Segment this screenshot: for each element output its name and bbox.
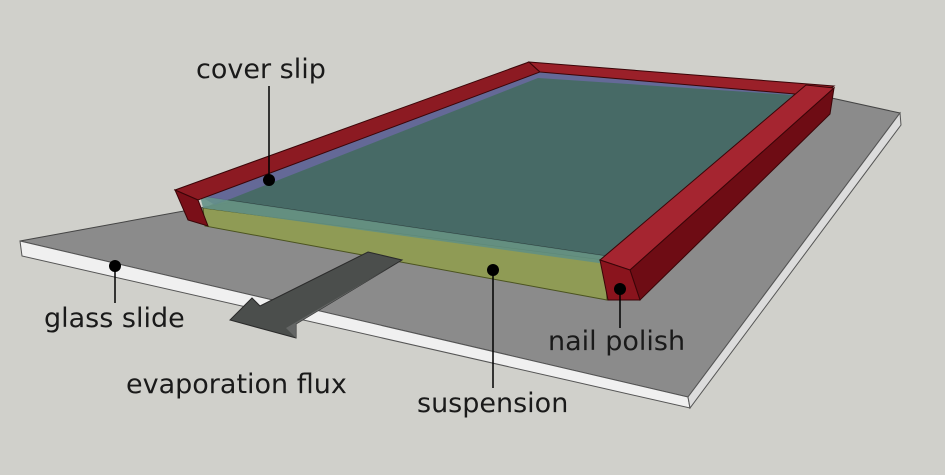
leader-lines <box>114 86 621 388</box>
marker-cover-slip <box>263 174 275 186</box>
label-nail-polish: nail polish <box>548 326 686 357</box>
evaporation-flux-arrow <box>229 251 404 339</box>
nail-polish-front-cap <box>599 259 641 301</box>
label-suspension: suspension <box>417 388 569 419</box>
marker-nail-polish <box>614 283 626 295</box>
cover-slip-front-edge <box>200 196 606 264</box>
label-glass-slide: glass slide <box>44 303 185 334</box>
label-cover-slip: cover slip <box>196 54 326 85</box>
marker-glass-slide <box>109 260 121 272</box>
label-evaporation-flux: evaporation flux <box>126 369 347 400</box>
marker-dots <box>109 174 626 295</box>
marker-suspension <box>487 264 499 276</box>
glass-slide-right-edge <box>687 111 902 410</box>
nail-polish-left-cap <box>174 189 209 227</box>
nail-polish-frame <box>173 61 836 301</box>
